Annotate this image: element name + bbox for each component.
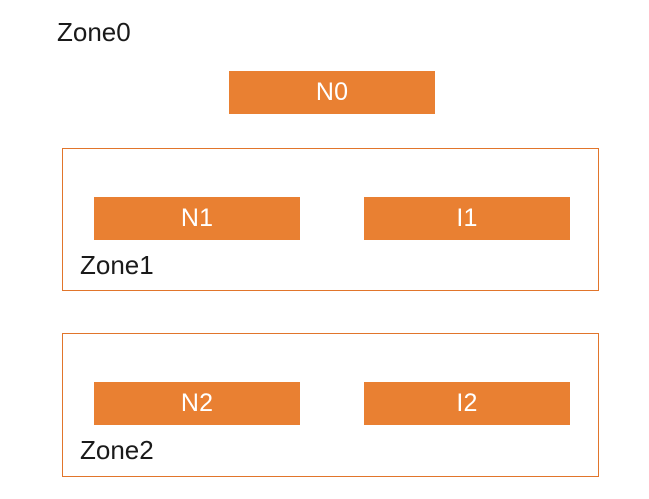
node-i1[interactable]: I1 bbox=[364, 197, 570, 240]
node-i1-label: I1 bbox=[456, 204, 478, 232]
node-i2-label: I2 bbox=[456, 389, 478, 417]
node-n2[interactable]: N2 bbox=[94, 382, 300, 425]
zone-container-zone2[interactable] bbox=[62, 333, 599, 477]
node-n2-label: N2 bbox=[180, 389, 214, 417]
node-n1-label: N1 bbox=[180, 204, 214, 232]
zone-label-zone1: Zone1 bbox=[80, 250, 154, 280]
node-i2[interactable]: I2 bbox=[364, 382, 570, 425]
node-n0[interactable]: N0 bbox=[229, 71, 435, 114]
zone-label-zone2: Zone2 bbox=[80, 435, 154, 465]
node-n1[interactable]: N1 bbox=[94, 197, 300, 240]
zone-container-zone1[interactable] bbox=[62, 148, 599, 291]
zone-label-zone0: Zone0 bbox=[57, 17, 131, 47]
node-n0-label: N0 bbox=[315, 78, 349, 106]
